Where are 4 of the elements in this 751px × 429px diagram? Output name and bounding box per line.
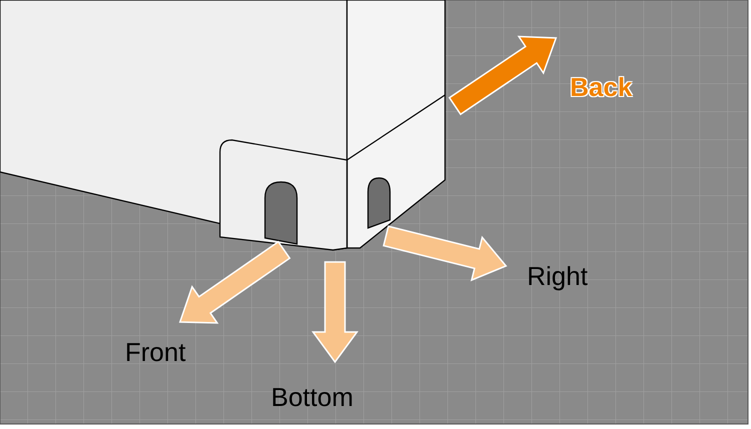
direction-label: Back [570,74,632,100]
direction-label: Bottom [271,384,354,410]
direction-label: Right [527,263,588,289]
direction-label: Front [125,339,186,365]
